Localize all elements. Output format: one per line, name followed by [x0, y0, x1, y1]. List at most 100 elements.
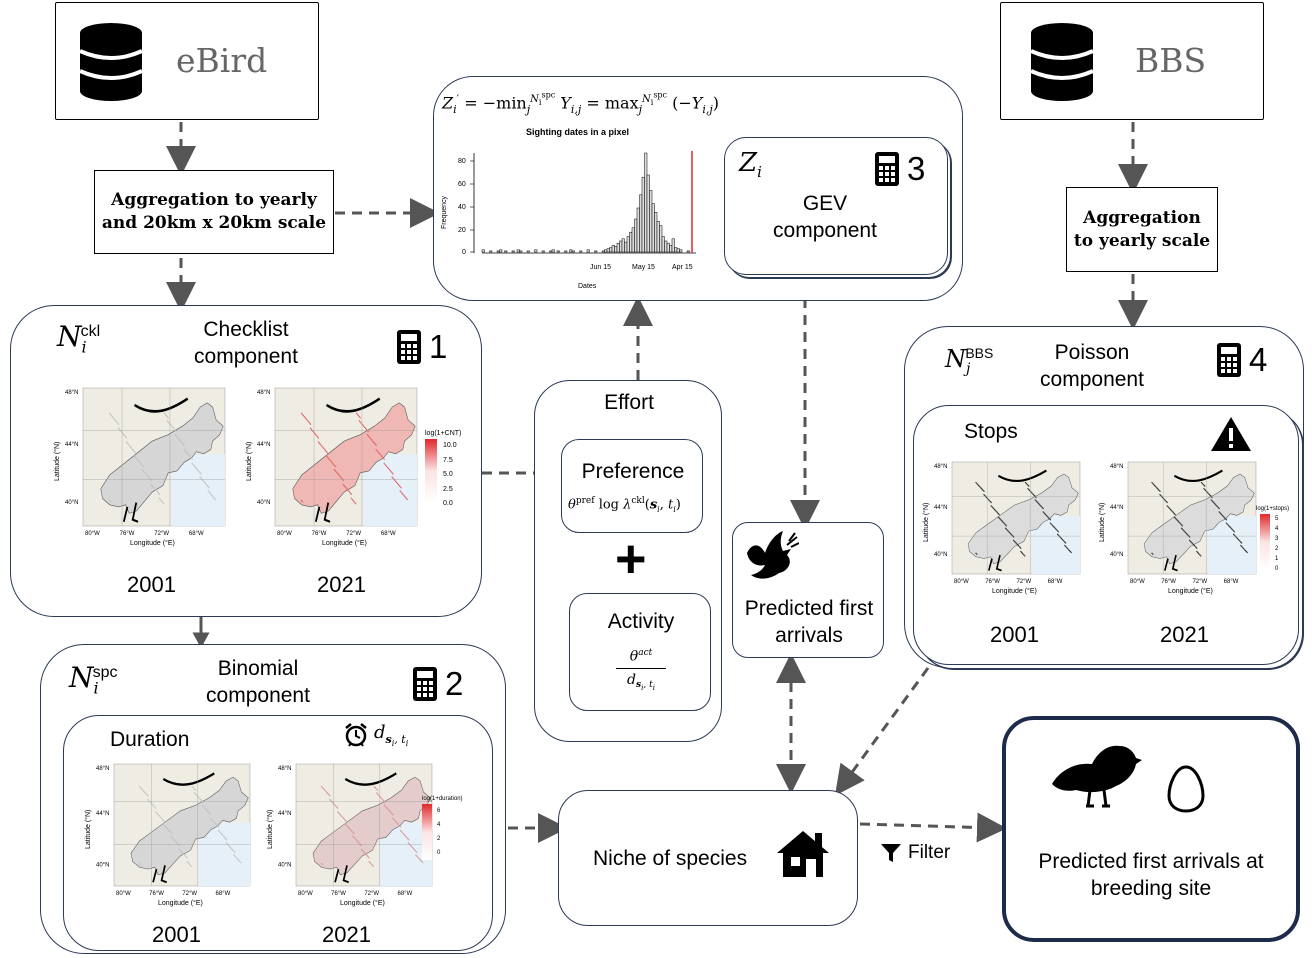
ebird-source-box: eBird — [55, 2, 319, 120]
calc-number-3: 3 — [907, 150, 926, 187]
svg-text:Latitude (°N): Latitude (°N) — [1098, 503, 1106, 542]
svg-text:68°W: 68°W — [189, 531, 204, 537]
svg-text:48°N: 48°N — [934, 464, 947, 470]
svg-text:Longitude (°E): Longitude (°E) — [1168, 587, 1213, 595]
svg-text:60: 60 — [458, 181, 466, 188]
final-label: Predicted first arrivals at breeding sit… — [1038, 850, 1264, 900]
svg-text:44°N: 44°N — [934, 505, 947, 511]
histogram-bar — [594, 250, 598, 253]
binomial-symbol: Nispc — [69, 661, 118, 698]
histogram-bar — [686, 250, 690, 253]
gev-formula: Zi′ = −minjNispc Yi,j = maxjNispc (−Yi,j… — [442, 91, 720, 116]
histogram-bar — [549, 250, 553, 253]
svg-text:May 15: May 15 — [632, 264, 655, 271]
x-axis-label: Dates — [578, 283, 597, 290]
svg-text:40°N: 40°N — [257, 500, 270, 506]
gev-label: GEV component — [773, 192, 877, 242]
histogram-bar — [499, 249, 503, 253]
svg-text:Latitude (°N): Latitude (°N) — [266, 810, 274, 849]
plus-sign: + — [615, 529, 647, 589]
svg-text:Longitude (°E): Longitude (°E) — [992, 587, 1037, 595]
binomial-year-2021: 2021 — [322, 922, 371, 947]
svg-text:80°W: 80°W — [1130, 579, 1145, 585]
filter-icon — [881, 844, 901, 862]
histogram-bar — [669, 245, 673, 253]
histogram-bar — [541, 250, 545, 253]
database-icon — [79, 23, 143, 101]
poisson-year-2021: 2021 — [1160, 622, 1209, 647]
activity-box: Activity θact dsi, ti — [569, 593, 711, 711]
histogram-bar — [619, 240, 623, 253]
checklist-year-2001: 2001 — [127, 572, 176, 597]
histogram-bar — [676, 248, 680, 253]
ebird-aggregation-label: Aggregation to yearly and 20km x 20km sc… — [101, 190, 327, 233]
svg-text:Latitude (°N): Latitude (°N) — [922, 503, 930, 542]
svg-text:40°N: 40°N — [96, 862, 109, 868]
calculator-icon — [413, 667, 437, 701]
svg-text:44°N: 44°N — [257, 442, 270, 448]
svg-text:72°W: 72°W — [346, 531, 361, 537]
svg-text:72°W: 72°W — [154, 531, 169, 537]
legend-title: log(1+CNT) — [425, 430, 462, 437]
svg-text:44°N: 44°N — [65, 442, 78, 448]
legend-title: log(1+duration) — [422, 796, 463, 802]
svg-text:68°W: 68°W — [381, 531, 396, 537]
calc-number-4: 4 — [1249, 341, 1268, 378]
svg-text:Longitude (°E): Longitude (°E) — [340, 899, 385, 907]
histogram-bar — [571, 250, 575, 253]
histogram-bar — [631, 227, 635, 253]
svg-text:80°W: 80°W — [116, 891, 131, 897]
activity-label: Activity — [607, 610, 675, 633]
svg-text:Longitude (°E): Longitude (°E) — [322, 539, 367, 547]
svg-text:40°N: 40°N — [934, 552, 947, 558]
histogram-bar — [489, 250, 493, 253]
bbs-aggregation-box: Aggregation to yearly scale — [1066, 187, 1218, 272]
calculator-2: 2 — [413, 665, 463, 703]
svg-text:Apr 15: Apr 15 — [672, 264, 693, 271]
stops-title: Stops — [964, 420, 1018, 443]
bbs-label: BBS — [1135, 41, 1207, 80]
histogram-bar — [621, 238, 625, 253]
binomial-year-2001: 2001 — [152, 922, 201, 947]
histogram-bar — [674, 247, 678, 253]
database-icon — [1030, 23, 1094, 101]
histogram-bar — [656, 220, 660, 253]
histogram-bar — [641, 176, 645, 253]
histogram-bar — [504, 250, 508, 253]
svg-text:44°N: 44°N — [1110, 505, 1123, 511]
histogram-bar — [551, 249, 555, 253]
calculator-icon — [397, 330, 421, 364]
duration-symbol-group: dsi, ti — [344, 722, 408, 748]
calculator-3: 3 — [875, 150, 925, 188]
svg-text:76°W: 76°W — [312, 531, 327, 537]
svg-text:Longitude (°E): Longitude (°E) — [158, 899, 203, 907]
histogram-bar — [609, 247, 613, 253]
histogram-bar — [654, 212, 658, 253]
histogram-bar — [516, 249, 520, 253]
svg-text:72°W: 72°W — [1192, 579, 1207, 585]
egg-icon — [1167, 765, 1205, 813]
histogram-bar — [606, 248, 610, 253]
final-box: Predicted first arrivals at breeding sit… — [1002, 716, 1300, 942]
svg-text:80°W: 80°W — [85, 531, 100, 537]
histogram-bar — [646, 174, 650, 253]
histogram-bar — [604, 249, 608, 253]
histogram-bar — [679, 249, 683, 253]
house-icon — [777, 831, 829, 877]
histogram-bar — [526, 250, 530, 253]
svg-text:72°W: 72°W — [1016, 579, 1031, 585]
bird-icon — [1052, 745, 1142, 808]
histogram-bar — [601, 250, 605, 253]
calc-number-1: 1 — [429, 328, 448, 365]
svg-text:40°N: 40°N — [65, 500, 78, 506]
histogram-bar — [556, 250, 560, 253]
svg-text:68°W: 68°W — [1224, 579, 1239, 585]
svg-text:Latitude (°N): Latitude (°N) — [53, 442, 61, 481]
legend-title: log(1+stops) — [1256, 506, 1290, 512]
svg-text:48°N: 48°N — [96, 766, 109, 772]
histogram-bar — [636, 207, 640, 253]
